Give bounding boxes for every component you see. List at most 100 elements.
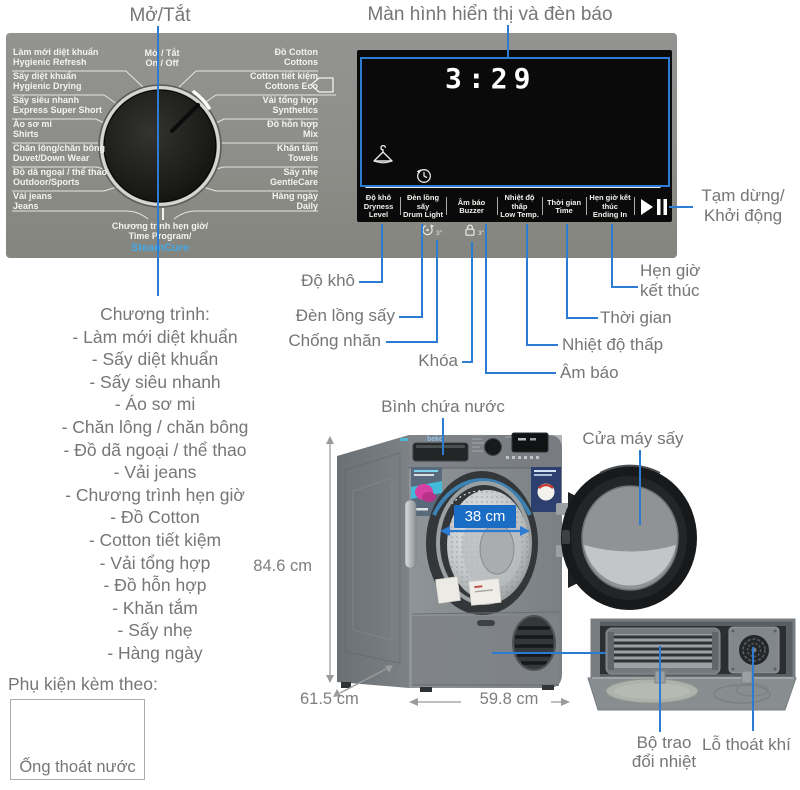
program-list-item: - Làm mới diệt khuẩn [72,326,238,347]
heat-exchanger-inset [587,618,797,711]
hanger-icon [373,145,393,164]
program-list-item: - Hàng ngày [107,642,203,663]
button-divider [497,197,498,215]
callout-drum-light: Đèn lồng sấy [295,306,395,325]
drum-light-hold-icon [422,224,434,236]
line-ending-in [611,286,638,288]
program-list-item: - Đồ Cotton [110,507,200,528]
time-delay-icon [416,169,431,183]
time-display: 3:29 [445,62,537,95]
drum-diameter-badge: 38 cm [454,505,516,528]
label-water-tank: Bình chứa nước [381,397,505,416]
program-list-item: - Sấy diệt khuẩn [91,349,219,370]
line-power-to-program-list [157,26,159,296]
button-divider [446,197,447,215]
program-list-item: - Chăn lông / chăn bông [61,416,249,437]
door-handle [404,499,417,569]
program-list: Chương trình: - Làm mới diệt khuẩn - Sấy… [40,303,270,665]
steamcure-label: SteamCure [130,242,190,254]
label-door: Cửa máy sấy [582,429,684,448]
program-list-item: - Khăn tắm [112,597,198,618]
line-heat-exchanger [659,646,661,732]
start-pause-button[interactable] [639,197,669,217]
heat-exchanger-unit [605,627,721,675]
machine-display [511,432,549,453]
program-list-item: - Chương trình hẹn giờ [65,484,245,505]
child-lock-hold-icon: 3″ [463,223,484,237]
line-anti-crease [386,341,438,343]
callout-power: Mở/Tắt [129,5,191,26]
program-list-title: Chương trình: [100,304,210,324]
dryer-door [561,464,697,610]
program-list-item: - Vải tổng hợp [99,552,211,573]
lock-icon [465,224,475,236]
kick-panel [411,611,560,686]
dim-height: 84.6 cm [253,557,312,575]
program-list-item: - Đồ dã ngoại / thể thao [63,439,247,460]
line-drum-light [399,316,423,318]
lint-vent [513,616,555,670]
accessories-box: Ống thoát nước [10,699,145,780]
program-list-item: - Sấy nhẹ [117,620,193,641]
line-water-tank [442,418,444,455]
line-buzzer [485,372,556,374]
anti-crease-hold-icon: 3″ [421,223,442,237]
callout-anti-crease: Chống nhăn [288,331,381,350]
button-divider [634,197,635,215]
callout-buzzer: Âm báo [560,363,619,382]
callout-display: Màn hình hiển thị và đèn báo [367,4,613,25]
air-vent-fan [728,626,780,674]
line-heat-exchanger-compartment [492,652,606,654]
callout-time: Thời gian [600,308,672,327]
button-divider [542,197,543,215]
brand-logo: beko [427,436,443,443]
program-list-item: - Vải jeans [113,462,197,483]
line-ending-in [611,224,613,288]
accessories-title: Phụ kiện kèm theo: [8,674,158,694]
line-low-temp [526,344,558,346]
line-dryness [381,224,383,282]
callout-low-temp: Nhiệt độ thấp [562,335,664,354]
dim-depth: 61.5 cm [300,690,359,708]
button-divider [586,197,587,215]
accessory-hose-caption: Ống thoát nước [19,758,136,776]
callout-lock: Khóa [418,351,458,370]
line-lock [462,361,473,363]
door-hinge [556,545,572,557]
program-list-item: - Cotton tiết kiệm [88,529,222,550]
line-drum-light [421,224,423,317]
promo-sticker-right [531,467,561,512]
drum-opening [404,471,538,615]
line-display-title [507,25,509,57]
label-air-vent: Lỗ thoát khí [702,735,791,754]
line-time [566,224,568,319]
dial-caption: Chương trình hẹn giờ/ Time Program/ Stea… [80,221,240,254]
line-lock [471,242,473,362]
line-start-pause [669,206,693,208]
program-list-item: - Đồ hỗn hợp [103,575,207,596]
callout-start-pause: Tạm dừng/Khởi động [701,186,785,225]
program-list-item: - Áo sơ mi [114,394,196,415]
button-divider [400,197,401,215]
